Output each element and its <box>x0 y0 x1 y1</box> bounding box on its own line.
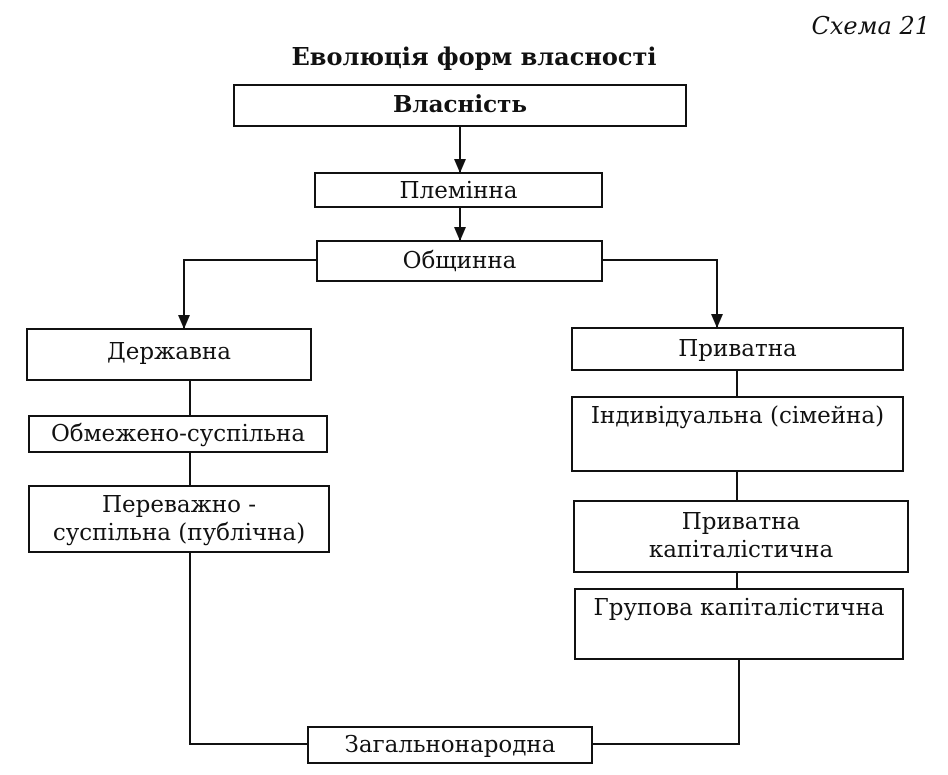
node-private: Приватна <box>571 327 904 371</box>
node-group-capitalist-label: Групова капіталістична <box>593 595 885 621</box>
arrow-communal-to-private <box>603 259 723 328</box>
node-nationwide: Загальнонародна <box>307 726 593 764</box>
node-private-capitalist: Приватна капіталістична <box>573 500 909 573</box>
node-ownership: Власність <box>233 84 687 127</box>
node-tribal: Племінна <box>314 172 603 208</box>
node-state: Державна <box>26 328 312 381</box>
node-state-public-label-1: Переважно - <box>101 492 257 518</box>
node-private-individual-label: Індивідуальна (сімейна) <box>590 403 885 429</box>
node-nationwide-label: Загальнонародна <box>344 732 556 758</box>
node-tribal-label: Племінна <box>399 178 518 204</box>
node-communal: Общинна <box>316 240 603 282</box>
node-state-limited-label: Обмежено-суспільна <box>50 421 306 447</box>
node-state-public-label-2: суспільна (публічна) <box>52 520 306 546</box>
node-private-capitalist-label-2: капіталістична <box>648 537 834 563</box>
node-state-label: Державна <box>107 339 231 365</box>
node-private-individual: Індивідуальна (сімейна) <box>571 396 904 472</box>
scheme-label: Схема 21 <box>811 12 930 40</box>
line-public-to-nationwide <box>189 553 307 745</box>
line-group-to-nationwide <box>593 660 740 745</box>
node-state-public: Переважно - суспільна (публічна) <box>28 485 330 553</box>
node-state-limited: Обмежено-суспільна <box>28 415 328 453</box>
node-group-capitalist: Групова капіталістична <box>574 588 904 660</box>
node-private-capitalist-label-1: Приватна <box>681 509 801 535</box>
diagram-title: Еволюція форм власності <box>291 42 657 71</box>
node-private-label: Приватна <box>678 336 797 362</box>
arrow-communal-to-state <box>178 259 316 329</box>
node-communal-label: Общинна <box>402 248 517 274</box>
node-ownership-label: Власність <box>392 91 527 118</box>
